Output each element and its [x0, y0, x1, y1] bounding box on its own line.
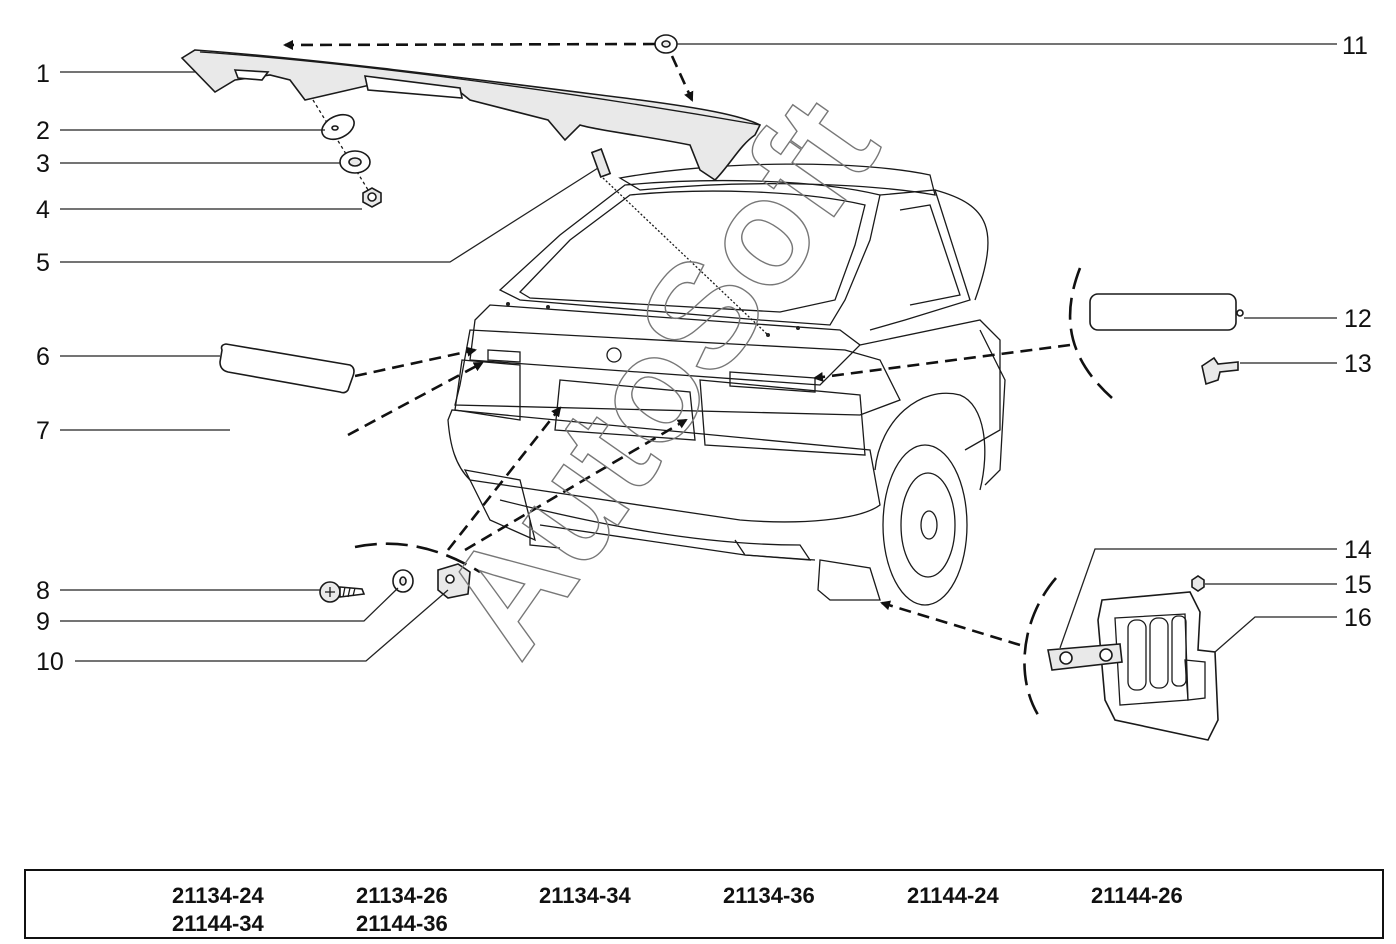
left-reflector — [219, 343, 355, 394]
right-reflector — [1089, 293, 1244, 386]
model-code: 21134-34 — [539, 883, 631, 908]
model-code: 21134-24 — [172, 883, 264, 908]
callout-13: 13 — [1344, 350, 1372, 378]
mud-flap — [1047, 575, 1219, 741]
model-code: 21134-26 — [356, 883, 448, 908]
model-applicability-table: 21134-24 21134-26 21134-34 21134-36 2114… — [24, 869, 1384, 939]
plate-fasteners — [319, 563, 471, 603]
callout-numbers: 1 2 3 4 5 6 7 8 9 10 11 12 13 14 15 16 — [36, 32, 1372, 676]
callout-8: 8 — [36, 577, 50, 605]
callout-11: 11 — [1342, 32, 1368, 60]
callout-4: 4 — [36, 196, 50, 224]
callout-1: 1 — [36, 60, 50, 88]
model-code: 21144-34 — [172, 911, 264, 936]
model-code: 21144-36 — [356, 911, 448, 936]
callout-15: 15 — [1344, 571, 1372, 599]
model-code: 21134-36 — [723, 883, 815, 908]
model-code: 21144-26 — [1091, 883, 1183, 908]
callout-14: 14 — [1344, 536, 1372, 564]
callout-10: 10 — [36, 648, 64, 676]
callout-12: 12 — [1344, 305, 1372, 333]
fasteners — [312, 34, 678, 208]
callout-7: 7 — [36, 417, 50, 445]
assembly-arrows — [283, 39, 1113, 719]
callout-5: 5 — [36, 249, 50, 277]
callout-3: 3 — [36, 150, 50, 178]
callout-6: 6 — [36, 343, 50, 371]
leader-lines — [60, 43, 1337, 662]
callout-16: 16 — [1344, 604, 1372, 632]
spoiler-part — [180, 49, 762, 182]
stud-part — [590, 148, 769, 336]
callout-2: 2 — [36, 117, 50, 145]
callout-9: 9 — [36, 608, 50, 636]
model-code: 21144-24 — [907, 883, 999, 908]
